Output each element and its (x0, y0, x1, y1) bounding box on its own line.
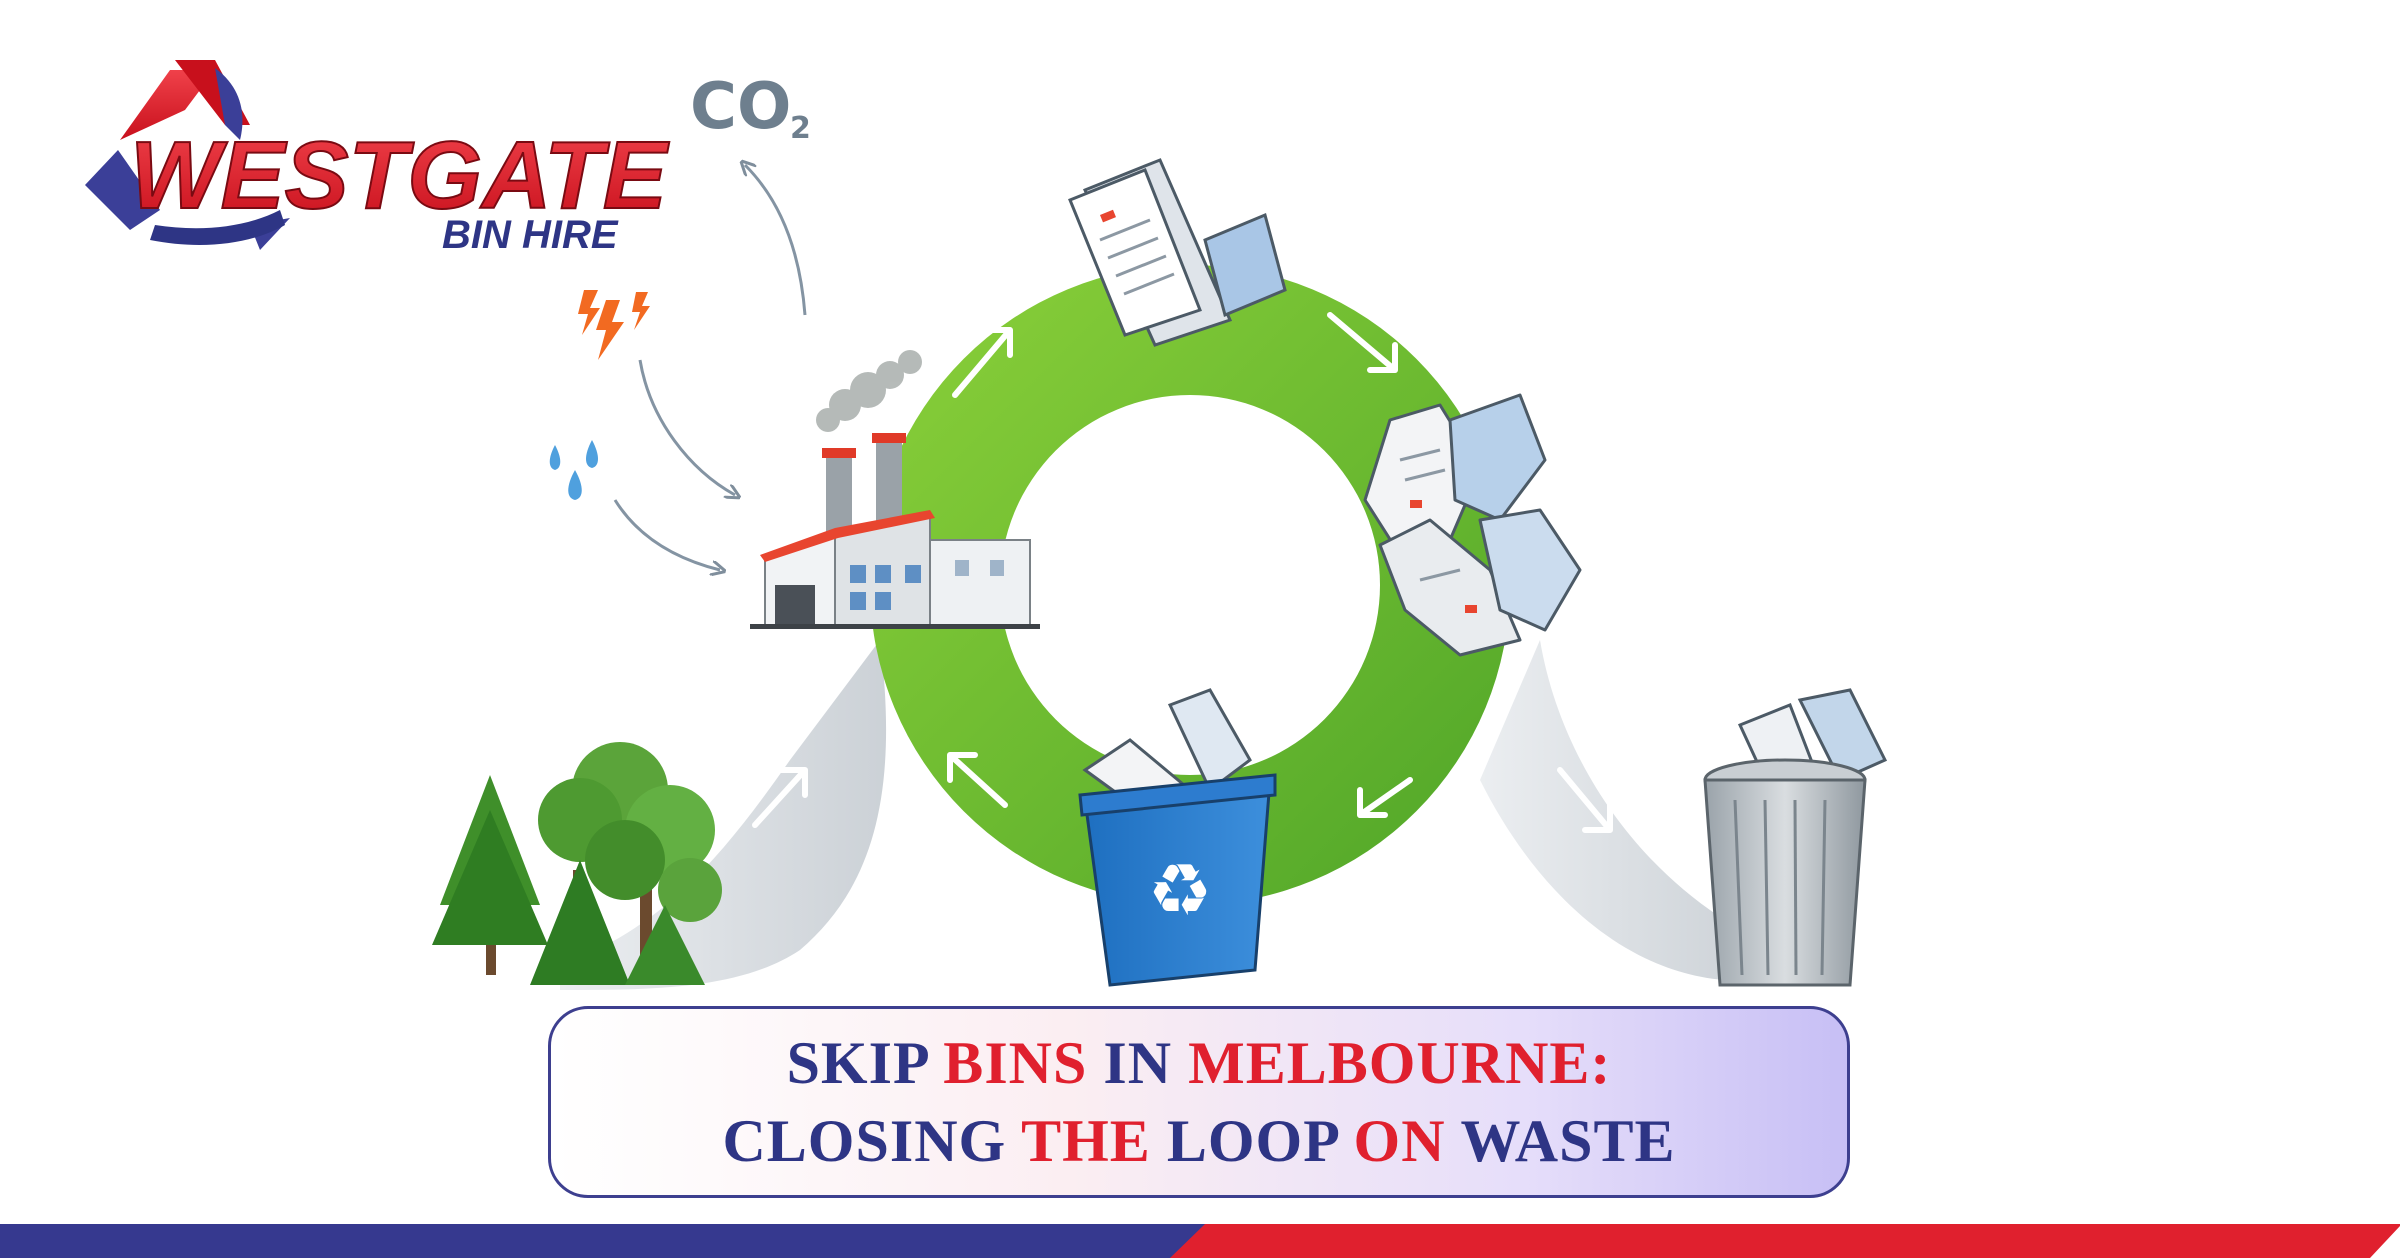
factory-icon (750, 433, 1040, 629)
recycle-bin-icon: ♻ (1078, 688, 1277, 987)
headline-line-1: SKIP BINS IN MELBOURNE: (787, 1024, 1612, 1102)
headline-word: WASTE (1460, 1108, 1676, 1174)
energy-bolt-icon (578, 290, 650, 360)
output-flow-band (1480, 640, 1760, 981)
headline-banner: SKIP BINS IN MELBOURNE: CLOSING THE LOOP… (548, 1006, 1850, 1198)
paper-stack-icon (1068, 158, 1287, 347)
headline-word: LOOP (1166, 1108, 1354, 1174)
logo-brand-name: WESTGATE (130, 122, 670, 229)
westgate-logo: WESTGATE BIN HIRE (85, 60, 671, 257)
trash-can-icon (1703, 688, 1888, 987)
crumpled-paper-icon (1363, 393, 1582, 657)
ring-arrows (947, 312, 1413, 818)
co2-label: CO (690, 70, 791, 144)
smoke-cloud (816, 350, 922, 432)
headline-word: IN (1103, 1030, 1189, 1096)
water-drops-icon (549, 440, 598, 500)
headline-word: MELBOURNE: (1188, 1030, 1612, 1096)
recycling-ring (870, 265, 1510, 905)
emission-arrows (613, 165, 807, 570)
input-flow-band (560, 640, 887, 990)
recycle-symbol: ♻ (1148, 848, 1213, 932)
headline-word: BINS (943, 1030, 1104, 1096)
trees-icon (432, 742, 722, 985)
footer-stripes (0, 1224, 2400, 1258)
headline-word: ON (1353, 1108, 1461, 1174)
logo-tagline: BIN HIRE (442, 213, 619, 257)
headline-word: SKIP (786, 1030, 944, 1096)
headline-line-2: CLOSING THE LOOP ON WASTE (722, 1102, 1675, 1180)
co2-icon: CO 2 (690, 70, 811, 146)
headline-word: THE (1021, 1108, 1167, 1174)
headline-word: CLOSING (722, 1108, 1022, 1174)
band-arrows (752, 767, 1613, 833)
co2-subscript: 2 (790, 111, 811, 146)
